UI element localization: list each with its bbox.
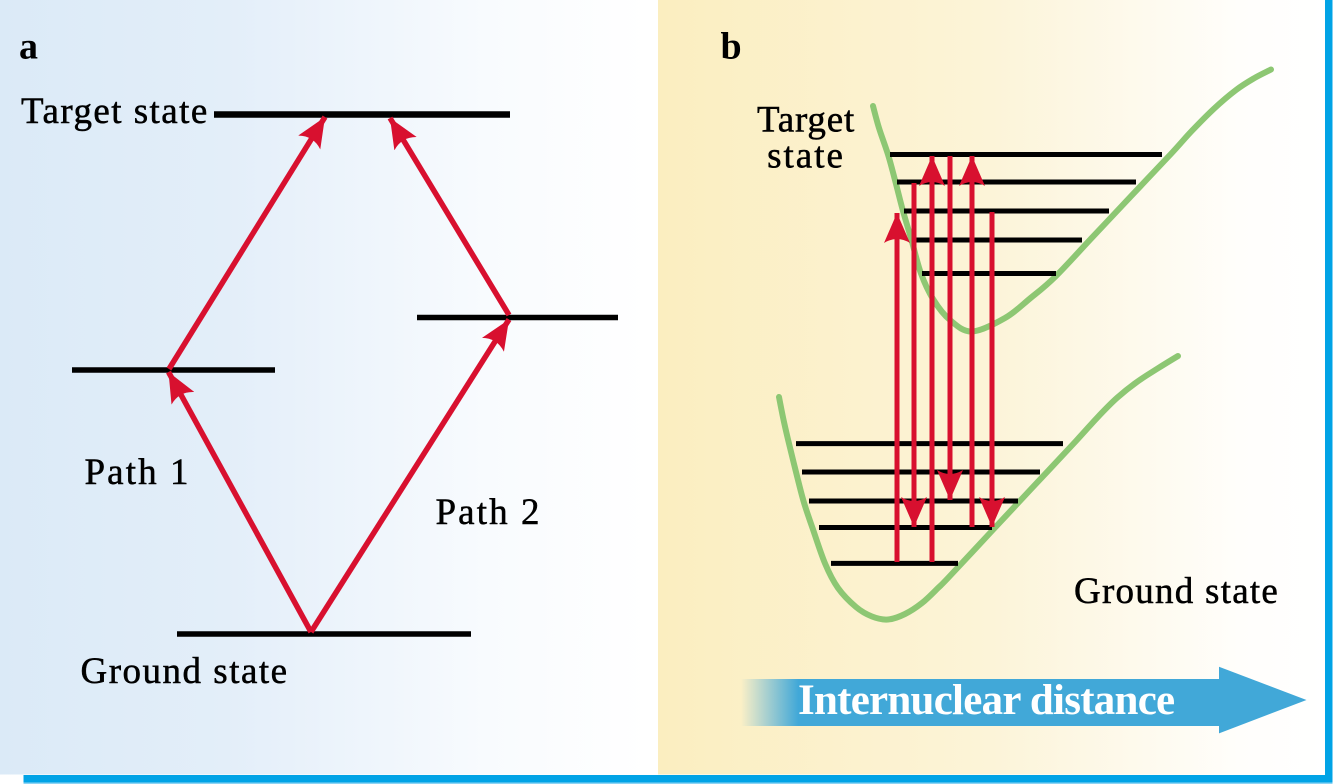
svg-text:Ground state: Ground state bbox=[1074, 571, 1279, 612]
svg-text:Target state: Target state bbox=[21, 91, 209, 132]
svg-text:Path 1: Path 1 bbox=[85, 452, 191, 493]
svg-text:b: b bbox=[721, 26, 742, 68]
svg-text:Internuclear distance: Internuclear distance bbox=[798, 677, 1174, 724]
svg-text:Path 2: Path 2 bbox=[436, 492, 542, 533]
svg-text:Target: Target bbox=[757, 100, 855, 141]
svg-text:a: a bbox=[19, 26, 38, 68]
svg-text:Ground state: Ground state bbox=[81, 651, 289, 692]
svg-text:state: state bbox=[767, 136, 845, 177]
